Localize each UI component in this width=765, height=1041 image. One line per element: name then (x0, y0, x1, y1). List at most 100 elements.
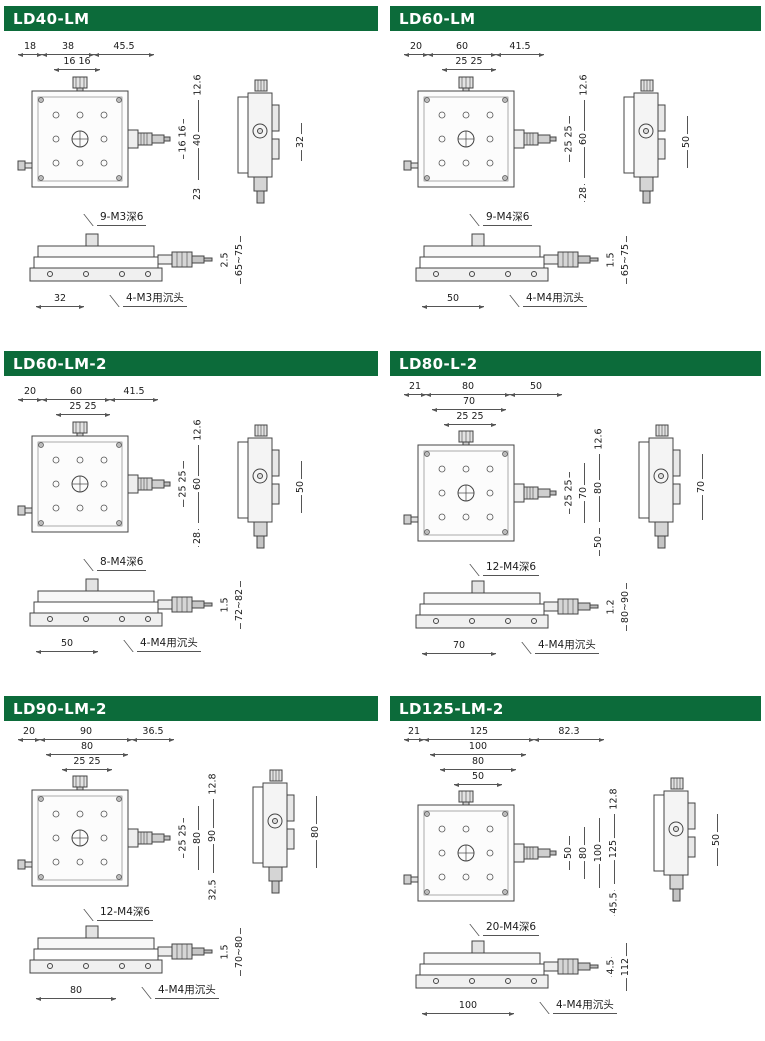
section-title: LD125-LM-2 (399, 699, 504, 718)
dim-label: 45.5 (94, 41, 154, 57)
plan-callout: 12-M4深6 (455, 560, 607, 576)
side-view-block: 70 (631, 398, 710, 576)
vdim-label: 12.6 (592, 426, 607, 452)
vdim-label: 25 25 (562, 113, 577, 165)
vdim-label: 23 (191, 183, 206, 205)
dim-label: 16 16 (54, 56, 100, 72)
plan-view-block: 21 80 50 70 25 25 25 25 70 (402, 380, 761, 576)
front-view-drawing (415, 940, 599, 989)
plan-callout-text: 9-M3深6 (97, 209, 147, 226)
plan-view-drawing (17, 421, 171, 533)
front-callout-text: 4-M4用沉头 (535, 637, 599, 654)
panel-ld40-lm: LD40-LM 18 38 45.5 16 16 16 16 (4, 6, 378, 351)
side-view-drawing (237, 424, 280, 549)
vdim-label: 2.5 (218, 248, 233, 272)
vdim-label: 1.5 (604, 248, 619, 272)
drawing-area: 20 60 41.5 25 25 25 25 12.6 (4, 376, 378, 696)
vdim-label: 25 25 (562, 469, 577, 517)
section-header: LD60-LM (390, 6, 761, 31)
front-view-drawing (29, 233, 213, 282)
drawing-area: 20 60 41.5 25 25 25 25 12.6 (390, 31, 761, 351)
front-view-block: 1.5 72~82 50 4-M4用沉头 (28, 576, 378, 654)
dim-label: 21 (404, 381, 426, 397)
dim-label: 38 (42, 41, 94, 57)
leader-line (127, 987, 152, 999)
vdim-label: 125 (607, 811, 622, 887)
leader-line (455, 924, 480, 936)
dim-label: 18 (18, 41, 42, 57)
plan-callout: 8-M4深6 (69, 553, 206, 571)
vdim-label: 12.6 (191, 417, 206, 443)
dim-label: 41.5 (110, 386, 158, 402)
section-header: LD60-LM-2 (4, 351, 378, 376)
vdim-label: 28 (577, 181, 592, 205)
section-header: LD125-LM-2 (390, 696, 761, 721)
front-callout-text: 4-M4用沉头 (155, 982, 219, 999)
plan-view-block: 18 38 45.5 16 16 16 16 12.6 (16, 40, 378, 226)
vdim-label: 25 25 (176, 458, 191, 510)
dim-label: 50 (36, 638, 98, 654)
vdim-label: 60 (577, 97, 592, 181)
plan-view-drawing (403, 430, 557, 542)
vdim-label: 32.5 (206, 876, 221, 904)
vdim-label: 40 (191, 97, 206, 183)
dim-label: 60 (428, 41, 496, 57)
vdim-label: 100 (592, 815, 607, 891)
front-callout: 4-M4用沉头 (525, 998, 617, 1014)
dim-label: 90 (40, 726, 132, 742)
vdim-label: 45.5 (607, 887, 622, 919)
drawing-area: 20 90 36.5 80 25 25 25 25 80 (4, 721, 378, 1041)
leader-line (507, 642, 532, 654)
vdim-label: 16 16 (176, 116, 191, 162)
dim-label: 50 (454, 771, 502, 787)
vdim-label: 65~75 (619, 233, 634, 287)
front-callout-text: 4-M3用沉头 (123, 290, 187, 307)
section-title: LD80-L-2 (399, 354, 478, 373)
section-header: LD40-LM (4, 6, 378, 31)
plan-view-drawing (17, 775, 171, 887)
dim-label: 25 25 (62, 756, 112, 772)
plan-view-drawing (403, 76, 557, 188)
section-title: LD40-LM (13, 9, 90, 28)
vdim-label: 28 (191, 526, 206, 550)
dim-label: 25 25 (444, 411, 496, 427)
dim-label: 100 (422, 1000, 514, 1016)
plan-view-block: 21 125 82.3 100 80 50 (402, 725, 761, 936)
vdim-label: 80 (577, 824, 592, 882)
front-callout: 4-M4用沉头 (109, 636, 201, 652)
drawing-area: 21 80 50 70 25 25 25 25 70 (390, 376, 761, 696)
vdim-label: 12.8 (607, 786, 622, 812)
dim-label: 80 (426, 381, 510, 397)
side-view-drawing (237, 79, 280, 204)
dim-label: 70 (432, 396, 506, 412)
dim-label: 82.3 (534, 726, 604, 742)
side-view-block: 50 (230, 403, 309, 571)
side-view-block: 50 (646, 743, 725, 936)
vdim-label: 50 (562, 833, 577, 873)
side-view-block: 80 (245, 743, 324, 921)
plan-view-drawing (17, 76, 171, 188)
leader-line (495, 295, 520, 307)
panel-ld80-l-2: LD80-L-2 21 80 50 70 25 25 (390, 351, 761, 696)
plan-callout: 9-M4深6 (455, 208, 592, 226)
vdim-label: 32 (294, 120, 309, 164)
vdim-label: 72~82 (233, 578, 248, 632)
side-view-drawing (638, 424, 681, 549)
section-header: LD80-L-2 (390, 351, 761, 376)
dim-label: 20 (18, 726, 40, 742)
vdim-label: 50 (710, 811, 725, 869)
dim-label: 80 (440, 756, 516, 772)
dim-label: 25 25 (442, 56, 496, 72)
side-view-block: 50 (616, 58, 695, 226)
leader-line (525, 1002, 550, 1014)
vdim-label: 1.5 (218, 940, 233, 964)
leader-line (455, 564, 480, 576)
dim-label: 20 (404, 41, 428, 57)
leader-line (69, 909, 94, 921)
plan-view-block: 20 90 36.5 80 25 25 25 25 80 (16, 725, 378, 921)
plan-callout-text: 8-M4深6 (97, 554, 147, 571)
vdim-label: 80 (309, 793, 324, 871)
plan-callout: 9-M3深6 (69, 208, 206, 226)
